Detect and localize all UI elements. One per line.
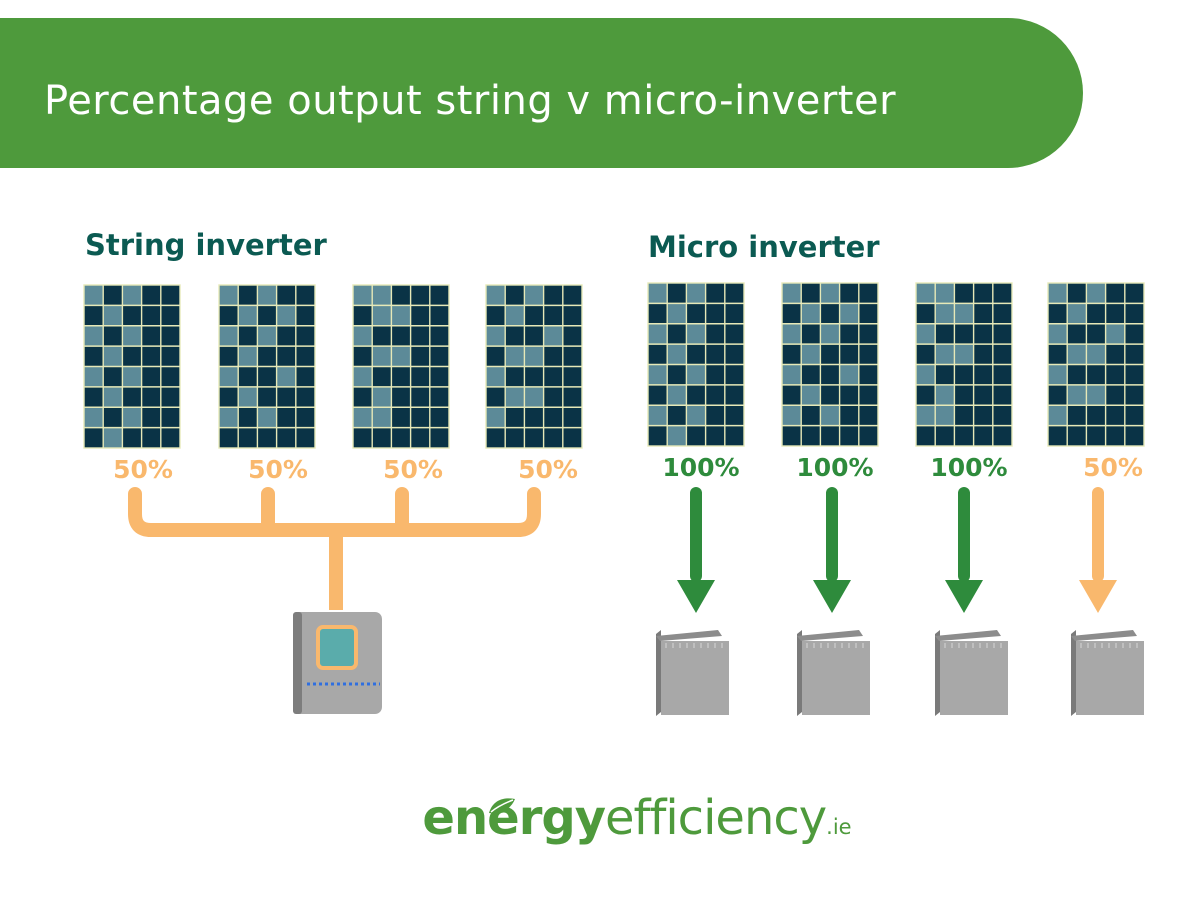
micro-inverter-icon (797, 630, 870, 716)
arrow-down-icon (945, 487, 983, 613)
string-connector (128, 487, 541, 610)
micro-inverter-icon (656, 630, 729, 716)
micro-solar-panel (915, 282, 1013, 447)
micro-inverter-icon (1071, 630, 1144, 716)
arrow-down-icon (813, 487, 851, 613)
string-output-label: 50% (248, 455, 308, 484)
micro-inverter-heading: Micro inverter (648, 230, 880, 264)
leaf-icon (489, 798, 515, 814)
string-inverter-heading: String inverter (85, 228, 327, 262)
brand-domain: .ie (826, 815, 852, 839)
brand-efficiency: efficiency (605, 790, 827, 846)
string-solar-panel (352, 284, 450, 449)
string-output-label: 50% (383, 455, 443, 484)
string-solar-panel (218, 284, 316, 449)
arrow-down-icon (677, 487, 715, 613)
arrow-down-icon (1079, 487, 1117, 613)
title-banner: Percentage output string v micro-inverte… (0, 18, 1083, 168)
micro-inverter-icon (935, 630, 1008, 716)
micro-output-label: 100% (796, 453, 873, 482)
string-solar-panel (83, 284, 181, 449)
brand-logo: energyefficiency.ie (0, 790, 1200, 846)
micro-solar-panel (1047, 282, 1145, 447)
micro-output-label: 100% (930, 453, 1007, 482)
string-output-label: 50% (113, 455, 173, 484)
micro-output-label: 100% (662, 453, 739, 482)
string-inverter-icon (293, 612, 382, 714)
page-title: Percentage output string v micro-inverte… (44, 78, 897, 124)
string-solar-panel (485, 284, 583, 449)
string-output-label: 50% (518, 455, 578, 484)
micro-solar-panel (647, 282, 745, 447)
micro-output-label: 50% (1083, 453, 1143, 482)
micro-solar-panel (781, 282, 879, 447)
